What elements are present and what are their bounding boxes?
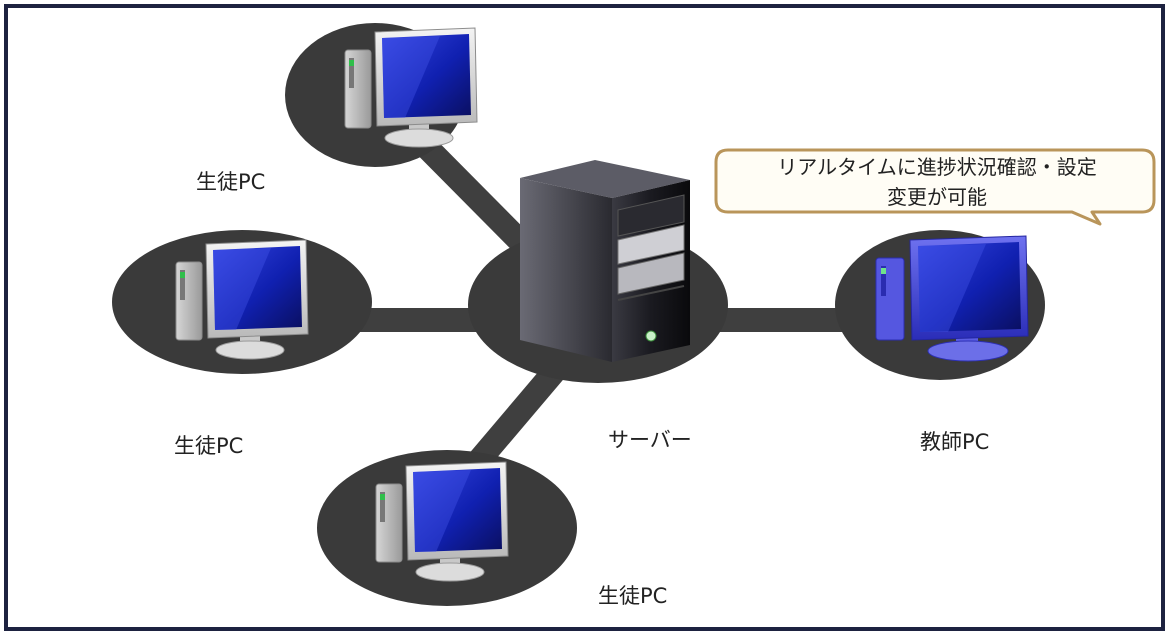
desktop-computer-icon — [875, 235, 1029, 362]
label-student-left: 生徒PC — [174, 434, 244, 458]
callout-text: リアルタイムに進捗状況確認・設定 変更が可能 — [720, 152, 1154, 212]
label-student-bottom: 生徒PC — [598, 584, 668, 608]
callout-line-1: リアルタイムに進捗状況確認・設定 — [777, 155, 1097, 179]
callout-line-2: 変更が可能 — [887, 185, 987, 209]
label-student-top: 生徒PC — [196, 170, 266, 194]
server-tower-icon — [520, 160, 690, 362]
label-server: サーバー — [608, 428, 692, 452]
label-teacher: 教師PC — [920, 430, 990, 454]
callout-bubble — [714, 148, 1156, 226]
